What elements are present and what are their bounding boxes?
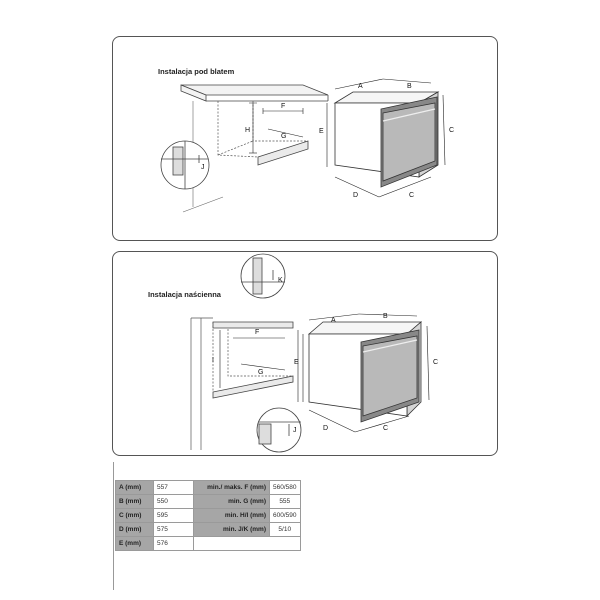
label-c-bottom: C	[383, 425, 388, 432]
panel-title: Instalacja naścienna	[148, 290, 221, 299]
table-key: D (mm)	[115, 522, 154, 537]
table-value: 576	[153, 536, 194, 551]
label-i: I	[212, 357, 214, 364]
table-key: min. G (mm)	[193, 494, 270, 509]
table-row: C (mm) 595 min. H/I (mm) 600/590	[115, 508, 301, 523]
dim-f	[262, 108, 304, 114]
countertop	[180, 84, 329, 102]
wall-installation-diagram: I F G K J	[190, 253, 438, 453]
label-b: B	[407, 83, 412, 90]
table-value: 550	[153, 494, 194, 509]
table-row: B (mm) 550 min. G (mm) 555	[115, 494, 301, 509]
label-a: A	[331, 317, 336, 324]
label-g: G	[258, 369, 263, 376]
dim-g	[240, 363, 286, 371]
table-key: A (mm)	[115, 480, 154, 495]
panel-title: Instalacja pod blatem	[158, 67, 235, 76]
detail-j	[160, 140, 210, 190]
table-key: C (mm)	[115, 508, 154, 523]
table-value: 560/580	[269, 480, 301, 495]
dim-h	[249, 102, 257, 154]
label-j: J	[293, 427, 297, 434]
label-d: D	[353, 192, 358, 199]
table-key: E (mm)	[115, 536, 154, 551]
label-e: E	[319, 128, 324, 135]
table-value: 600/590	[269, 508, 301, 523]
label-f: F	[281, 103, 285, 110]
dim-g	[267, 128, 304, 138]
label-h: H	[245, 127, 250, 134]
table-value: 555	[269, 494, 301, 509]
oven-dims	[302, 313, 430, 433]
label-j: J	[201, 164, 205, 171]
table-key: min. H/I (mm)	[193, 508, 270, 523]
label-e: E	[294, 359, 299, 366]
table-key: min. J/K (mm)	[193, 522, 270, 537]
label-g: G	[281, 133, 286, 140]
niche-shelves	[212, 321, 294, 399]
label-b: B	[383, 313, 388, 320]
oven-dims	[326, 78, 446, 198]
table-value: 595	[153, 508, 194, 523]
cabinet-base	[257, 140, 309, 166]
detail-j	[256, 407, 302, 453]
label-c-bottom: C	[409, 192, 414, 199]
dimensions-table: A (mm) 557 min./ maks. F (mm) 560/580 B …	[115, 480, 301, 551]
table-row: D (mm) 575 min. J/K (mm) 5/10	[115, 522, 301, 537]
label-c-right: C	[449, 127, 454, 134]
label-c-right: C	[433, 359, 438, 366]
table-key: B (mm)	[115, 494, 154, 509]
table-value: 5/10	[269, 522, 301, 537]
tall-cabinet	[190, 317, 213, 450]
table-row: E (mm) 576	[115, 536, 301, 551]
table-empty-cell	[193, 536, 301, 551]
wall-installation-panel: Instalacja naścienna I F G	[112, 251, 498, 456]
under-counter-diagram: H F G J	[160, 78, 454, 213]
under-counter-installation-panel: Instalacja pod blatem H	[112, 36, 498, 241]
table-row: A (mm) 557 min./ maks. F (mm) 560/580	[115, 480, 301, 495]
label-a: A	[358, 83, 363, 90]
oven-drawing	[333, 91, 440, 188]
table-key: min./ maks. F (mm)	[193, 480, 270, 495]
label-d: D	[323, 425, 328, 432]
oven-drawing	[307, 321, 423, 423]
page-divider	[113, 462, 114, 590]
table-value: 575	[153, 522, 194, 537]
label-k: K	[278, 277, 283, 284]
table-value: 557	[153, 480, 194, 495]
label-f: F	[255, 329, 259, 336]
detail-k	[240, 253, 286, 299]
